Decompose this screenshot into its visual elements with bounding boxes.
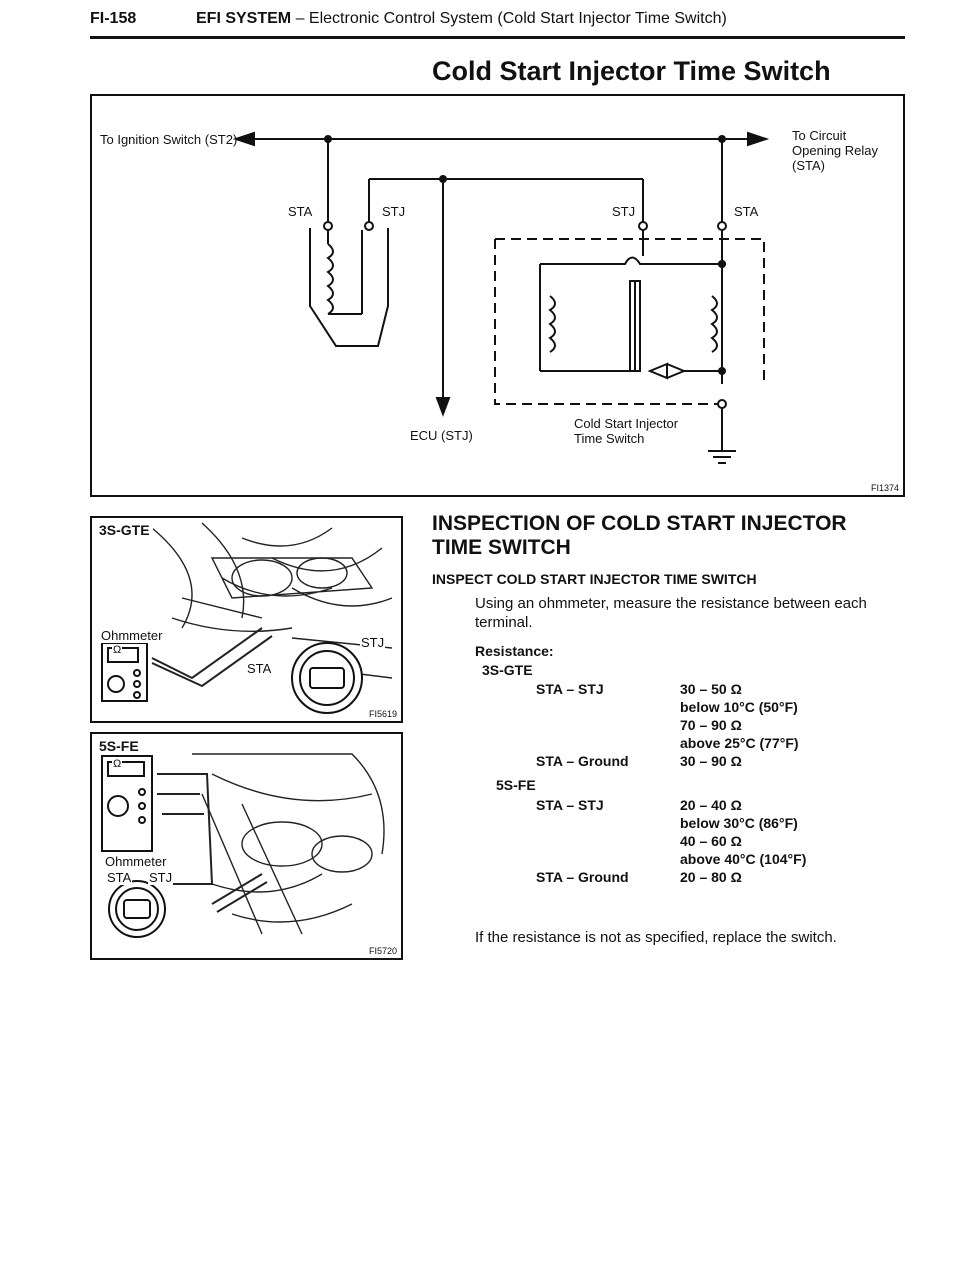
label-sta-right: STA xyxy=(734,204,759,219)
inspection-heading: INSPECTION OF COLD START INJECTOR TIME S… xyxy=(432,512,847,559)
arrow-right-icon xyxy=(747,131,770,147)
resistance-label: Resistance: xyxy=(475,643,554,659)
label-ohmmeter-5sfe: Ohmmeter xyxy=(104,854,168,869)
coil-right-2 xyxy=(710,295,718,353)
label-stj-3sgte: STJ xyxy=(360,635,386,650)
fig-code-3sgte: FI5619 xyxy=(368,709,397,719)
g2-sta-stj: STA – STJ xyxy=(536,797,604,813)
label-sta-3sgte: STA xyxy=(246,661,273,676)
header-system: EFI SYSTEM xyxy=(196,10,292,27)
g1-value-1: 30 – 50 Ω xyxy=(680,681,742,697)
fig-code-diagram: FI1374 xyxy=(870,483,899,493)
engine-illustration-3sgte xyxy=(101,522,393,714)
g2-value-1: 20 – 40 Ω xyxy=(680,797,742,813)
header-rule xyxy=(90,36,905,39)
arrow-down-icon xyxy=(435,397,451,417)
label-switch-2: Time Switch xyxy=(574,431,645,446)
ohm-symbol-5sfe: Ω xyxy=(112,758,123,770)
label-ignition: To Ignition Switch (ST2) xyxy=(100,132,238,147)
label-stj-right: STJ xyxy=(612,204,636,219)
page-title: Cold Start Injector Time Switch xyxy=(432,56,831,86)
label-relay-2: Opening Relay xyxy=(792,143,878,158)
g1-value-5: 30 – 90 Ω xyxy=(680,753,742,769)
label-sta-5sfe: STA xyxy=(106,870,133,885)
ohm-symbol-3sgte: Ω xyxy=(112,644,123,656)
g1-sta-ground: STA – Ground xyxy=(536,753,629,769)
label-stj-left: STJ xyxy=(382,204,406,219)
inspection-intro: Using an ohmmeter, measure the resistanc… xyxy=(475,595,867,631)
arrow-left-icon xyxy=(232,131,255,147)
coil-right-1 xyxy=(548,295,556,353)
engine-3sgte-label: 3S-GTE xyxy=(482,662,533,678)
switch-housing xyxy=(494,239,722,405)
label-sta-left: STA xyxy=(288,204,313,219)
g1-sta-stj: STA – STJ xyxy=(536,681,604,697)
inspection-subheading: INSPECT COLD START INJECTOR TIME SWITCH xyxy=(432,571,757,587)
header-subtitle: – Electronic Control System (Cold Start … xyxy=(291,10,727,27)
engine-illustration-5sfe xyxy=(101,753,385,938)
g1-value-4: above 25°C (77°F) xyxy=(680,735,799,751)
g2-value-2: below 30°C (86°F) xyxy=(680,815,798,831)
g2-value-4: above 40°C (104°F) xyxy=(680,851,807,867)
g2-value-3: 40 – 60 Ω xyxy=(680,833,742,849)
page-code: FI-158 xyxy=(90,10,137,27)
engine-tag-3sgte: 3S-GTE xyxy=(96,522,153,538)
running-header: EFI SYSTEM – Electronic Control System (… xyxy=(196,10,727,28)
engine-5sfe-label: 5S-FE xyxy=(496,777,536,793)
g1-value-3: 70 – 90 Ω xyxy=(680,717,742,733)
label-ecu: ECU (STJ) xyxy=(410,428,473,443)
label-relay-3: (STA) xyxy=(792,158,825,173)
label-stj-5sfe: STJ xyxy=(148,870,174,885)
label-ohmmeter-3sgte: Ohmmeter xyxy=(100,628,164,643)
wiring-diagram-svg xyxy=(232,131,770,464)
coil-left xyxy=(326,243,334,315)
figure-5sfe: 5S-FE Ω Ohmmeter STA STJ FI5720 xyxy=(90,732,403,960)
g2-value-5: 20 – 80 Ω xyxy=(680,869,742,885)
wiring-diagram: To Ignition Switch (ST2) To Circuit Open… xyxy=(90,94,905,497)
g2-sta-ground: STA – Ground xyxy=(536,869,629,885)
engine-tag-5sfe: 5S-FE xyxy=(96,738,142,754)
fig-code-5sfe: FI5720 xyxy=(368,946,397,956)
g1-value-2: below 10°C (50°F) xyxy=(680,699,798,715)
replace-instruction: If the resistance is not as specified, r… xyxy=(475,929,837,946)
label-relay-1: To Circuit xyxy=(792,128,847,143)
label-switch-1: Cold Start Injector xyxy=(574,416,679,431)
figure-3sgte: 3S-GTE Ohmmeter Ω STA STJ FI5619 xyxy=(90,516,403,723)
